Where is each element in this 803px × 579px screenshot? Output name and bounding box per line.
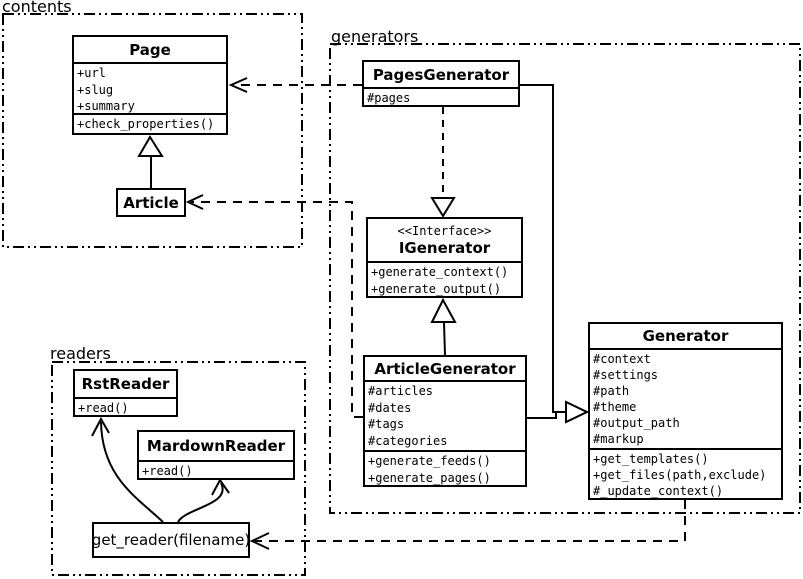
class-igenerator-methods: +generate_context() +generate_output() xyxy=(368,261,521,296)
dependency-generator-getreader xyxy=(249,500,686,550)
class-pagesgenerator-attributes: #pages xyxy=(364,87,518,105)
member-line: #categories xyxy=(368,433,448,448)
class-page: Page +url +slug +summary +check_properties… xyxy=(72,35,228,135)
member-line: +read() xyxy=(142,464,193,478)
member-line: #settings xyxy=(593,368,659,383)
member-line: #markup xyxy=(593,432,644,447)
member-line: #dates xyxy=(368,400,412,415)
package-contents-border xyxy=(2,13,303,248)
package-readers-border xyxy=(51,361,306,576)
member-line: +slug xyxy=(77,82,114,97)
package-generators-border xyxy=(329,43,801,514)
class-page-attributes: +url +slug +summary xyxy=(74,62,226,113)
class-rstreader-name: RstReader xyxy=(81,375,170,393)
inheritance-generators-generator xyxy=(520,84,590,424)
class-generator-attributes: #context #settings#path#theme#output_path… xyxy=(590,348,781,448)
package-label-contents: contents xyxy=(2,0,72,16)
class-mardownreader-methods: +read() xyxy=(139,460,293,478)
member-line: +summary xyxy=(77,99,135,113)
class-rstreader: RstReader +read() xyxy=(73,369,178,417)
dependency-articlegenerator-article xyxy=(185,194,363,418)
member-line: #theme xyxy=(593,400,637,415)
class-mardownreader: MardownReader +read() xyxy=(137,430,295,480)
member-line: +generate_context() xyxy=(371,265,509,279)
member-line: +url xyxy=(77,66,106,80)
dependency-pagesgenerator-page xyxy=(228,77,362,93)
member-line: #tags xyxy=(368,417,405,432)
class-generator-methods: +get_templates() +get_files(path,exclude)… xyxy=(590,448,781,498)
member-line: +generate_feeds() xyxy=(368,454,491,468)
function-get-reader: get_reader(filename) xyxy=(92,522,250,558)
inheritance-article-page xyxy=(137,135,164,188)
member-line: +get_files(path,exclude) xyxy=(593,468,767,483)
class-articlegenerator: ArticleGenerator #articles #dates #tags#ca… xyxy=(363,355,527,487)
class-rstreader-methods: +read() xyxy=(75,397,176,415)
member-line: #context xyxy=(593,352,651,366)
class-generator: Generator #context #settings#path#theme#o… xyxy=(588,322,783,500)
class-page-name: Page xyxy=(129,40,171,59)
member-line: +check_properties() xyxy=(77,117,215,131)
member-line: #articles xyxy=(368,384,434,398)
member-line: +generate_pages() xyxy=(368,470,491,485)
member-line: +generate_output() xyxy=(371,281,502,296)
class-articlegenerator-attributes: #articles #dates #tags#categories xyxy=(365,380,525,450)
function-get-reader-label: get_reader(filename) xyxy=(91,531,251,549)
class-page-methods: +check_properties() xyxy=(74,113,226,133)
member-line: #pages xyxy=(367,91,411,105)
member-line: +read() xyxy=(78,401,129,415)
class-articlegenerator-name: ArticleGenerator xyxy=(374,359,516,378)
arrow-getreader-mardownreader xyxy=(177,478,230,523)
arrow-getreader-rstreader xyxy=(91,416,164,523)
member-line: #path xyxy=(593,384,630,399)
package-label-readers: readers xyxy=(50,344,111,363)
class-pagesgenerator: PagesGenerator #pages xyxy=(362,60,520,107)
class-igenerator: <<Interface>> IGenerator +generate_conte… xyxy=(366,217,523,298)
member-line: #output_path xyxy=(593,416,680,431)
member-line: #_update_context() xyxy=(593,484,724,498)
class-generator-name: Generator xyxy=(642,327,729,345)
class-articlegenerator-methods: +generate_feeds() +generate_pages() xyxy=(365,450,525,485)
package-label-generators: generators xyxy=(331,27,419,46)
class-article-name: Article xyxy=(123,193,179,212)
class-igenerator-stereotype: <<Interface>> xyxy=(397,223,492,238)
realization-pagesgenerator-igenerator xyxy=(430,107,456,218)
class-article: Article xyxy=(116,188,186,217)
class-mardownreader-name: MardownReader xyxy=(146,437,286,455)
class-pagesgenerator-name: PagesGenerator xyxy=(372,65,510,84)
class-igenerator-name: IGenerator xyxy=(398,238,491,257)
inheritance-articlegenerator-igenerator xyxy=(430,297,457,356)
member-line: +get_templates() xyxy=(593,452,709,466)
